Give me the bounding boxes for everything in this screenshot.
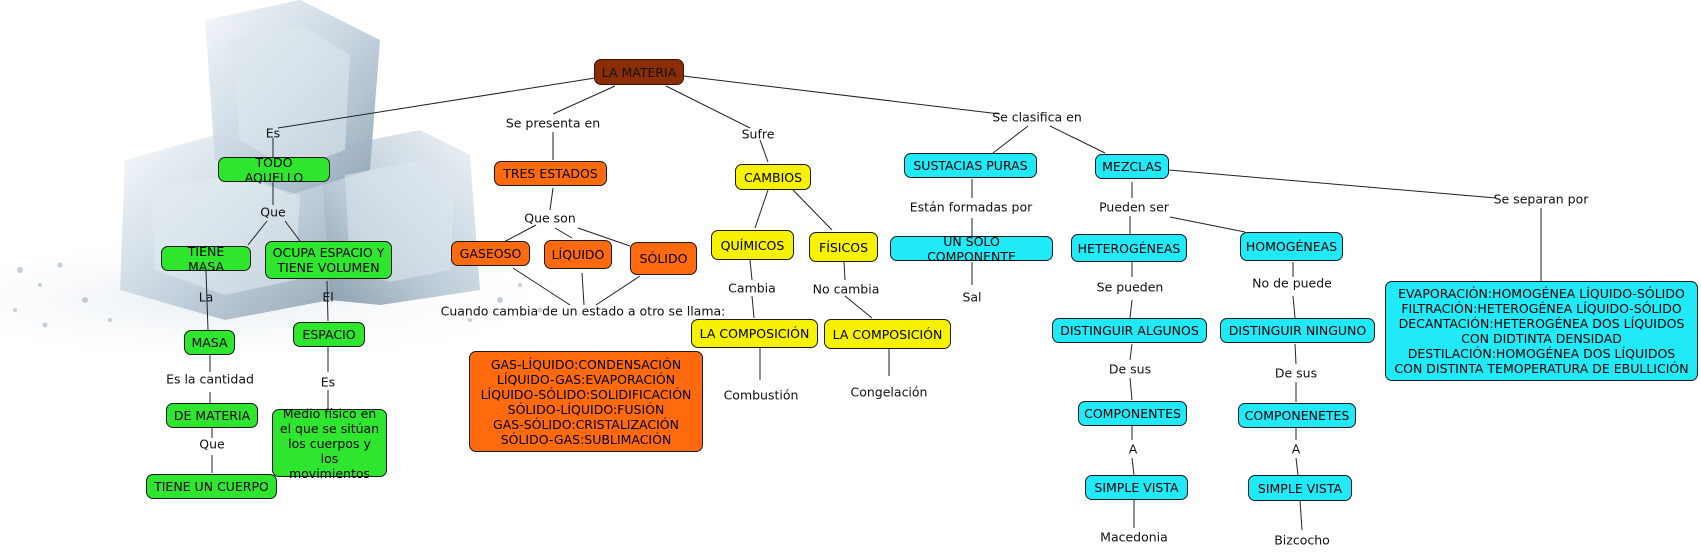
node-cambios[interactable]: CAMBIOS: [735, 164, 811, 190]
node-tiene-un-cuerpo[interactable]: TIENE UN CUERPO: [146, 474, 277, 499]
label-de-sus-1: De sus: [1108, 361, 1152, 377]
node-ocupa-espacio[interactable]: OCUPA ESPACIO Y TIENE VOLUMEN: [265, 241, 392, 279]
node-sustancias-puras[interactable]: SUSTACIAS PURAS: [904, 153, 1037, 178]
label-la: La: [198, 289, 214, 305]
node-mezclas[interactable]: MEZCLAS: [1095, 154, 1169, 179]
label-se-presenta-en: Se presenta en: [505, 115, 601, 131]
label-es-2: Es: [320, 374, 336, 390]
label-sal: Sal: [962, 289, 982, 305]
node-distinguir-ninguno[interactable]: DISTINGUIR NINGUNO: [1220, 318, 1375, 343]
node-distinguir-algunos[interactable]: DISTINGUIR ALGUNOS: [1052, 318, 1207, 343]
node-la-composicion-fisicos[interactable]: LA COMPOSICIÓN: [824, 319, 951, 349]
node-la-composicion-quimicos[interactable]: LA COMPOSICIÓN: [691, 319, 818, 348]
node-gaseoso[interactable]: GASEOSO: [451, 241, 530, 266]
node-simple-vista-heterogeneas[interactable]: SIMPLE VISTA: [1085, 475, 1188, 500]
label-se-clasifica-en: Se clasifica en: [992, 109, 1082, 125]
node-liquido[interactable]: LÍQUIDO: [544, 240, 612, 269]
node-heterogeneas[interactable]: HETEROGÉNEAS: [1071, 234, 1187, 262]
label-que-2: Que: [199, 436, 225, 452]
label-se-pueden: Se pueden: [1096, 279, 1164, 295]
label-combustion: Combustión: [723, 387, 799, 403]
label-pueden-ser: Pueden ser: [1099, 199, 1169, 215]
node-solido[interactable]: SÓLIDO: [630, 242, 697, 275]
node-un-solo-componente[interactable]: UN SOLO COMPONENTE: [890, 234, 1053, 264]
label-se-separan-por: Se separan por: [1493, 191, 1589, 207]
node-componentes[interactable]: COMPONENTES: [1078, 401, 1187, 426]
node-tres-estados[interactable]: TRES ESTADOS: [494, 161, 607, 186]
label-que-1: Que: [260, 204, 286, 220]
root-node-la-materia[interactable]: LA MATERIA: [594, 59, 684, 85]
label-es-la-cantidad: Es la cantidad: [166, 371, 254, 387]
label-cuando-cambia: Cuando cambia de un estado a otro se lla…: [440, 303, 726, 319]
node-cambios-de-estado[interactable]: GAS-LÍQUIDO:CONDENSACIÓN LÍQUIDO-GAS:EVA…: [469, 351, 703, 452]
node-quimicos[interactable]: QUÍMICOS: [711, 230, 794, 260]
label-el: El: [322, 289, 334, 305]
label-no-de-puede: No de puede: [1252, 275, 1332, 291]
label-a-2: A: [1291, 441, 1301, 457]
label-bizcocho: Bizcocho: [1274, 532, 1330, 548]
node-simple-vista-homogeneas[interactable]: SIMPLE VISTA: [1248, 475, 1352, 501]
label-estan-formadas-por: Están formadas por: [909, 199, 1033, 215]
label-de-sus-2: De sus: [1274, 365, 1318, 381]
node-homogeneas[interactable]: HOMOGÉNEAS: [1240, 232, 1343, 261]
label-cambia: Cambia: [728, 280, 776, 296]
label-sufre: Sufre: [741, 126, 775, 142]
node-fisicos[interactable]: FÍSICOS: [809, 232, 878, 262]
label-no-cambia: No cambia: [812, 281, 880, 297]
label-que-son: Que son: [524, 210, 576, 226]
label-es: Es: [265, 125, 281, 141]
node-espacio[interactable]: ESPACIO: [293, 322, 365, 347]
node-componenetes[interactable]: COMPONENETES: [1238, 403, 1356, 428]
node-todo-aquello[interactable]: TODO AQUELLO: [218, 155, 330, 185]
node-masa[interactable]: MASA: [184, 330, 235, 355]
label-congelacion: Congelación: [850, 384, 928, 400]
node-tiene-masa[interactable]: TIENE MASA: [161, 244, 251, 274]
label-a-1: A: [1128, 441, 1138, 457]
node-medio-fisico[interactable]: Medio físico en el que se sitúan los cue…: [272, 406, 387, 481]
node-de-materia[interactable]: DE MATERIA: [166, 403, 258, 428]
node-metodos-separacion[interactable]: EVAPORACIÓN:HOMOGÉNEA LÍQUIDO-SÓLIDO FIL…: [1385, 281, 1698, 381]
label-macedonia: Macedonia: [1100, 529, 1168, 545]
